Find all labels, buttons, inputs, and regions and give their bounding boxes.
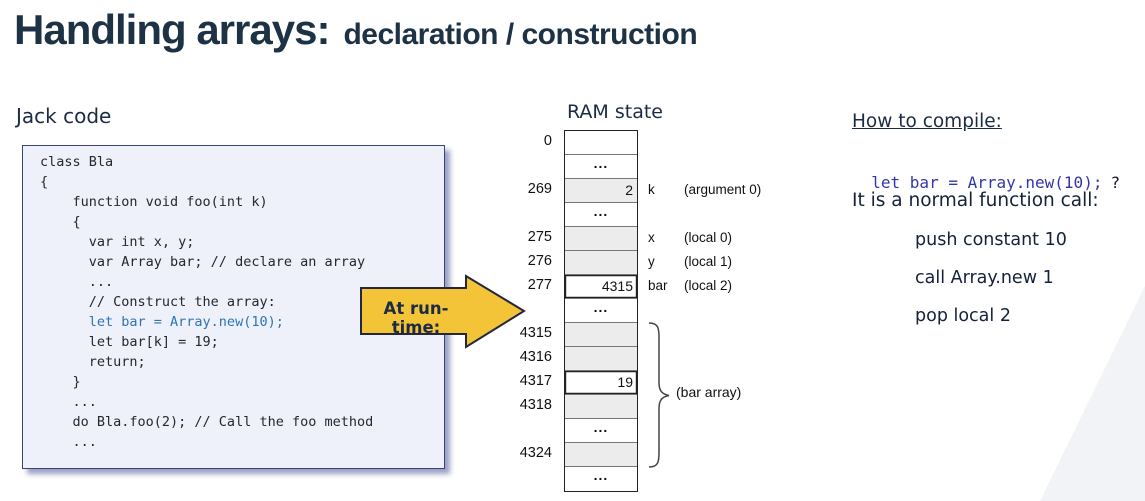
ram-variable-label: k (argument 0) (648, 182, 761, 197)
code-line: { (40, 174, 49, 190)
ram-row: 2 (565, 179, 637, 203)
code-line: { (40, 214, 81, 230)
run-time-arrow-icon (360, 274, 526, 349)
ram-row (565, 227, 637, 251)
page-subtitle: declaration / construction (343, 18, 698, 51)
ram-variable-label: bar (local 2) (648, 278, 732, 293)
variable-role: (local 0) (684, 230, 733, 245)
ram-row (565, 443, 637, 467)
code-line: ... (40, 434, 97, 450)
bar-array-label: (bar array) (676, 384, 742, 400)
ram-state-title: RAM state (567, 101, 663, 123)
compile-code-line: let bar = Array.new(10);? (852, 154, 1120, 192)
ram-cell-value: 2 (625, 182, 633, 198)
ram-row: ... (565, 299, 637, 323)
ram-table: ... 2... 4315... 19...... (564, 130, 638, 492)
ram-row (565, 323, 637, 347)
variable-name: y (648, 254, 655, 269)
page-title: Handling arrays: (14, 6, 330, 53)
ram-variable-label: y (local 1) (648, 254, 732, 269)
code-line: ... (40, 394, 97, 410)
code-line: var int x, y; (40, 234, 195, 250)
ram-address: 275 (527, 229, 552, 245)
jack-code-label: Jack code (16, 104, 112, 128)
ram-cell-value: 19 (617, 374, 633, 390)
run-time-label: At run-time: (383, 299, 449, 337)
ram-address: 269 (527, 181, 552, 197)
ram-address: 4316 (519, 349, 552, 365)
ram-address: 276 (527, 253, 552, 269)
code-line: let bar[k] = 19; (40, 334, 219, 350)
bar-array-brace-icon (648, 322, 670, 468)
ram-row: 19 (565, 371, 637, 395)
ram-ellipsis: ... (593, 467, 609, 483)
code-line: ... (40, 274, 114, 290)
variable-role: (local 2) (684, 278, 733, 293)
variable-role: (local 1) (684, 254, 733, 269)
ram-row (565, 131, 637, 155)
ram-row: ... (565, 467, 637, 491)
ram-row: ... (565, 419, 637, 443)
code-line: let bar = Array.new(10); (40, 314, 284, 330)
compile-code-statement: let bar = Array.new(10); (871, 173, 1103, 192)
code-line: } (40, 374, 81, 390)
ram-row (565, 347, 637, 371)
vm-step: push constant 10 (915, 230, 1067, 250)
ram-ellipsis: ... (593, 419, 609, 435)
ram-address: 4318 (519, 397, 552, 413)
code-line: class Bla (40, 154, 114, 170)
code-line: var Array bar; // declare an array (40, 254, 366, 270)
ram-address: 4317 (519, 373, 552, 389)
slide-title: Handling arrays: declaration / construct… (14, 6, 698, 54)
ram-address: 0 (543, 133, 552, 149)
ram-row (565, 251, 637, 275)
ram-variable-label: x (local 0) (648, 230, 732, 245)
code-line: do Bla.foo(2); // Call the foo method (40, 414, 374, 430)
vm-step: pop local 2 (915, 306, 1011, 326)
ram-ellipsis: ... (593, 299, 609, 315)
ram-row (565, 395, 637, 419)
compile-explanation: It is a normal function call: (852, 190, 1099, 211)
code-line: return; (40, 354, 146, 370)
ram-row: ... (565, 203, 637, 227)
variable-role: (argument 0) (684, 182, 762, 197)
ram-ellipsis: ... (593, 155, 609, 171)
ram-cell-value: 4315 (601, 278, 633, 294)
vm-step: call Array.new 1 (915, 268, 1054, 288)
ram-address: 4324 (519, 445, 552, 461)
variable-name: bar (648, 278, 668, 293)
ram-ellipsis: ... (593, 203, 609, 219)
question-mark: ? (1110, 173, 1121, 192)
how-to-compile-heading: How to compile: (852, 111, 1002, 132)
code-line: // Construct the array: (40, 294, 276, 310)
variable-name: k (648, 182, 655, 197)
ram-row: 4315 (565, 275, 637, 299)
ram-row: ... (565, 155, 637, 179)
ram-address: 4315 (519, 325, 552, 341)
vm-steps: push constant 10 call Array.new 1 pop loca… (915, 230, 1067, 344)
code-line: function void foo(int k) (40, 194, 268, 210)
ram-address: 277 (527, 277, 552, 293)
variable-name: x (648, 230, 655, 245)
